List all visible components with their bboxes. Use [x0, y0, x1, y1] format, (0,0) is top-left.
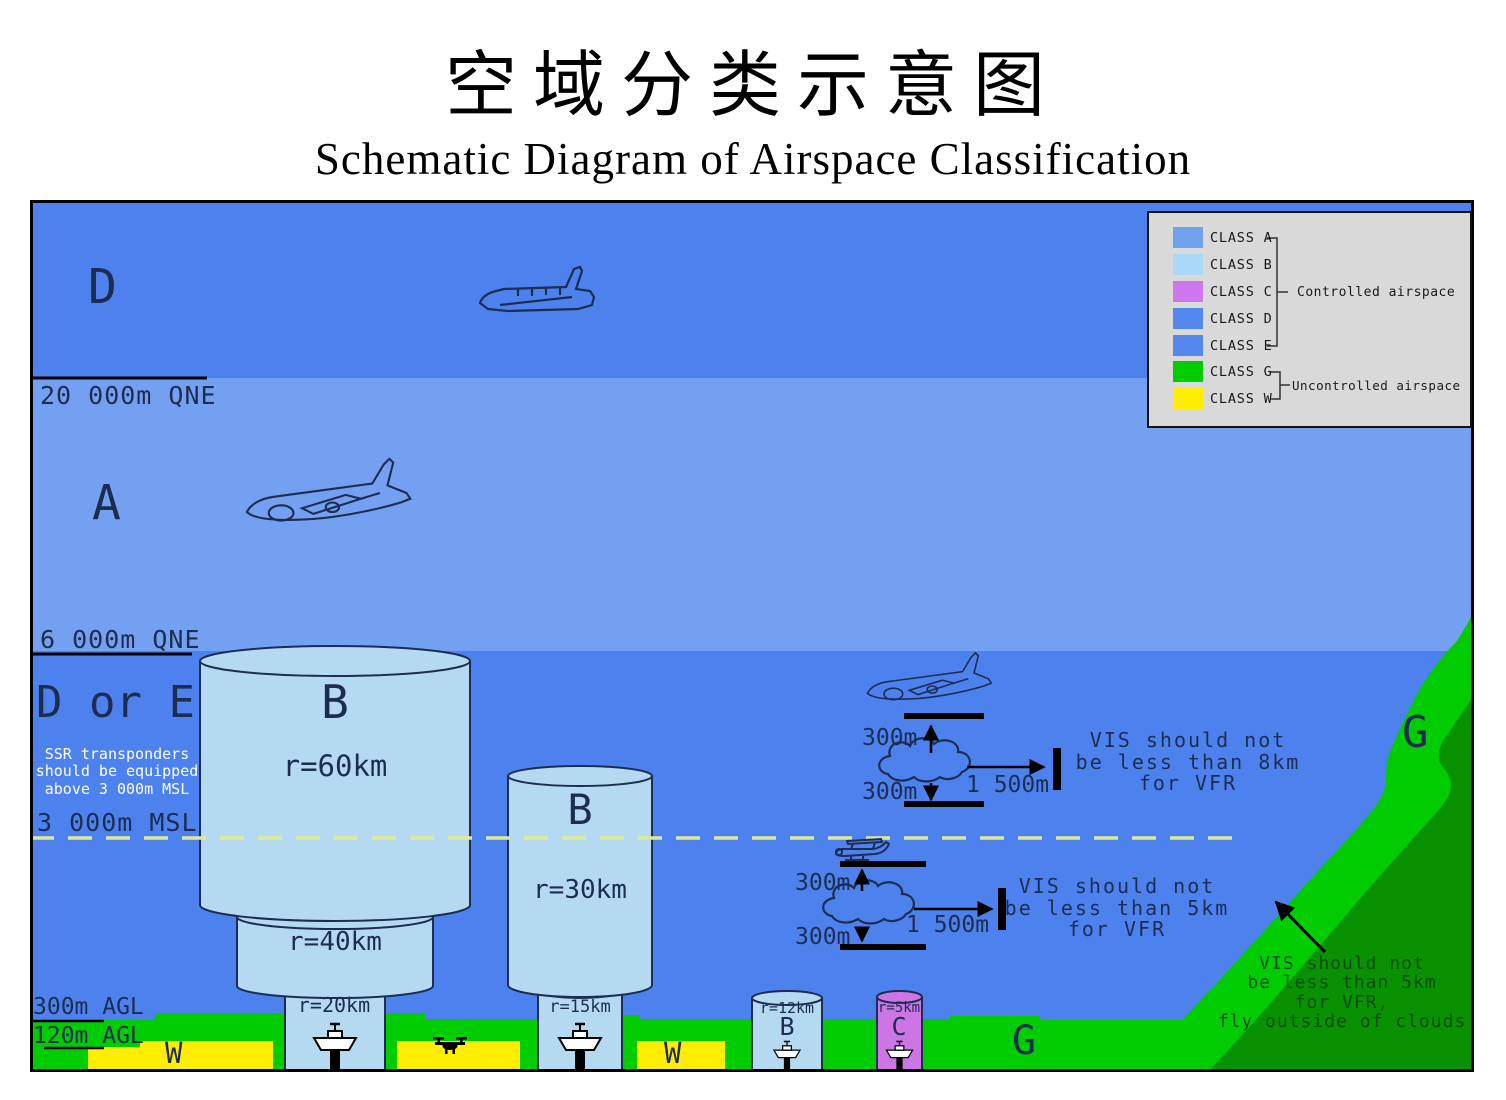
class-d-or-e-label: D or E — [36, 677, 195, 728]
agl-120-label: 120m AGL — [33, 1023, 144, 1049]
radius-5km-label: r=5km — [877, 1000, 921, 1016]
vis-5km-mountain-note: VIS should not be less than 5km for VFR,… — [1217, 953, 1467, 1033]
legend-label-class-d: CLASS D — [1210, 311, 1273, 327]
vfr-clearance-upper — [878, 713, 1061, 807]
vis-5km-note: VIS should not be less than 5km for VFR — [1004, 874, 1230, 942]
upper-300m-above-label: 300m — [862, 725, 918, 751]
legend-swatch-class-a — [1173, 227, 1203, 248]
class-g-ground-label: G — [1012, 1018, 1037, 1064]
legend-swatch-class-d — [1173, 308, 1203, 329]
page-title-english: Schematic Diagram of Airspace Classifica… — [314, 134, 1192, 184]
upper-300m-below-label: 300m — [862, 779, 918, 805]
vfr-clearance-lower — [822, 861, 1006, 950]
legend-brackets — [1267, 237, 1290, 400]
class-c-small-label: C — [891, 1012, 907, 1041]
radius-60km-label: r=60km — [282, 749, 388, 783]
radius-12km-label: r=12km — [759, 999, 815, 1017]
legend-label-class-w: CLASS W — [1210, 391, 1273, 407]
upper-1500m-label: 1 500m — [966, 772, 1050, 798]
class-g-mountain-label: G — [1402, 707, 1429, 758]
w-strip-left-low — [88, 1047, 142, 1070]
legend-label-class-g: CLASS G — [1210, 364, 1273, 380]
radius-30km-label: r=30km — [533, 875, 627, 905]
legend-label-class-c: CLASS C — [1210, 284, 1273, 300]
page-title-chinese: 空域分类示意图 — [444, 43, 1061, 127]
w-strip-middle — [397, 1041, 520, 1070]
msl-3000-label: 3 000m MSL — [37, 808, 198, 837]
agl-300-label: 300m AGL — [33, 994, 144, 1020]
lower-300m-above-label: 300m — [795, 870, 851, 896]
legend-controlled-group-label: Controlled airspace — [1297, 285, 1456, 300]
legend-swatch-class-g — [1173, 361, 1203, 382]
diagram-border — [30, 200, 1474, 1072]
w-strip-right — [637, 1041, 725, 1070]
lower-300m-below-label: 300m — [795, 924, 851, 950]
legend-swatch-class-w — [1173, 388, 1203, 409]
legend-label-class-e: CLASS E — [1210, 338, 1273, 354]
class-w-right-label: W — [664, 1036, 682, 1070]
legend-swatch-class-b — [1173, 254, 1203, 275]
radius-15km-label: r=15km — [549, 997, 611, 1017]
class-w-strips — [88, 1041, 725, 1070]
qne-6000-label: 6 000m QNE — [40, 625, 201, 654]
legend-swatch-class-c — [1173, 281, 1203, 302]
legend: CLASS A CLASS B CLASS C CLASS D CLASS E … — [1147, 211, 1472, 428]
class-b-large-label: B — [321, 675, 349, 729]
class-d-label: D — [88, 259, 117, 315]
class-w-left-label: W — [165, 1036, 183, 1070]
ssr-transponder-note: SSR transponders should be equipped abov… — [35, 745, 199, 798]
mountain-note-arrow — [1274, 900, 1327, 954]
radius-40km-label: r=40km — [288, 927, 382, 957]
qne-20000-label: 20 000m QNE — [40, 381, 217, 410]
class-b-medium-label: B — [567, 785, 593, 834]
legend-uncontrolled-group-label: Uncontrolled airspace — [1292, 378, 1461, 393]
vis-8km-note: VIS should not be less than 8km for VFR — [1075, 728, 1301, 796]
class-b-small-label: B — [779, 1012, 795, 1041]
class-a-label: A — [92, 475, 121, 531]
mountain-inner-dark-green — [1208, 696, 1474, 1072]
legend-swatch-class-e — [1173, 335, 1203, 356]
lower-1500m-label: 1 500m — [906, 912, 990, 938]
legend-label-class-b: CLASS B — [1210, 257, 1273, 273]
w-strip-left — [140, 1041, 273, 1070]
legend-label-class-a: CLASS A — [1210, 230, 1273, 246]
radius-20km-label: r=20km — [297, 993, 371, 1017]
